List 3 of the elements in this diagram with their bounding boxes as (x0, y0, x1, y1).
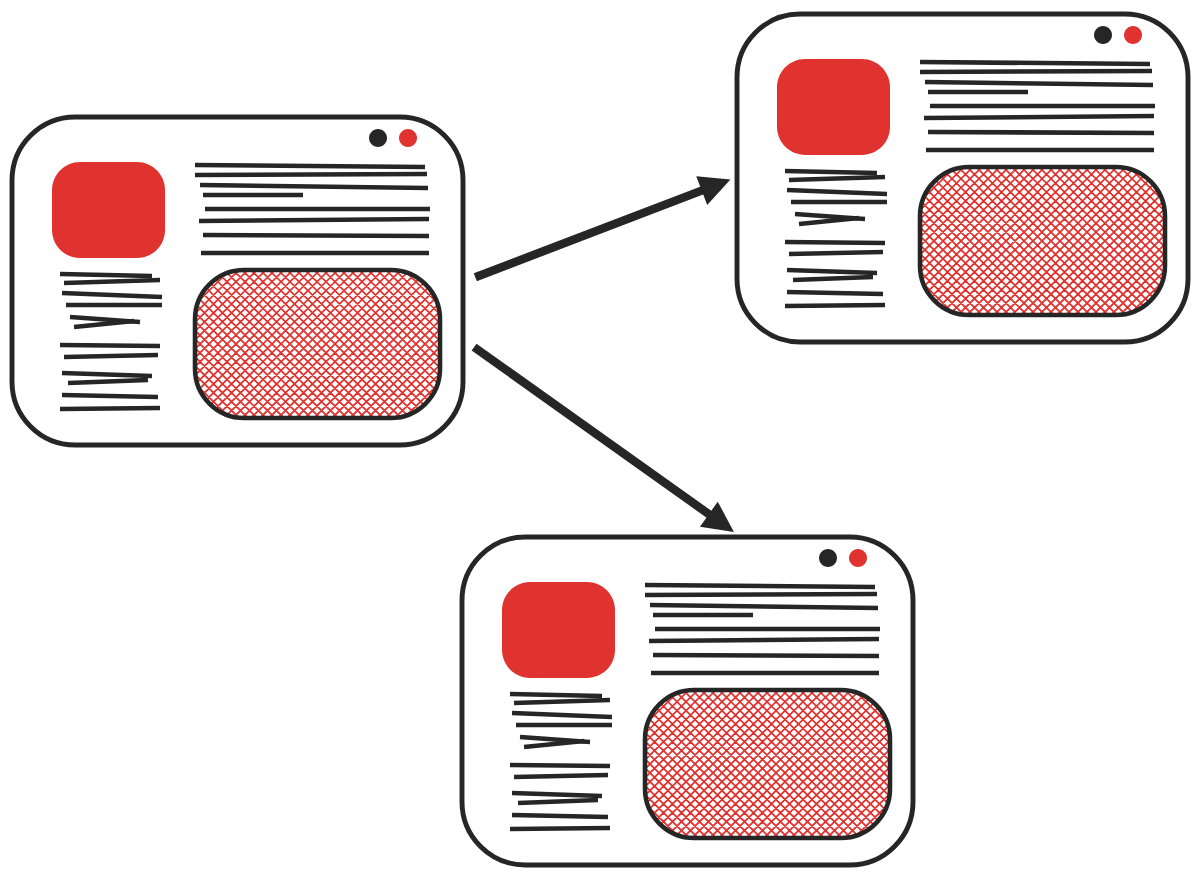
web-page-drawing (459, 534, 916, 868)
web-page-drawing (734, 11, 1191, 345)
web-page-drawing (9, 114, 466, 448)
